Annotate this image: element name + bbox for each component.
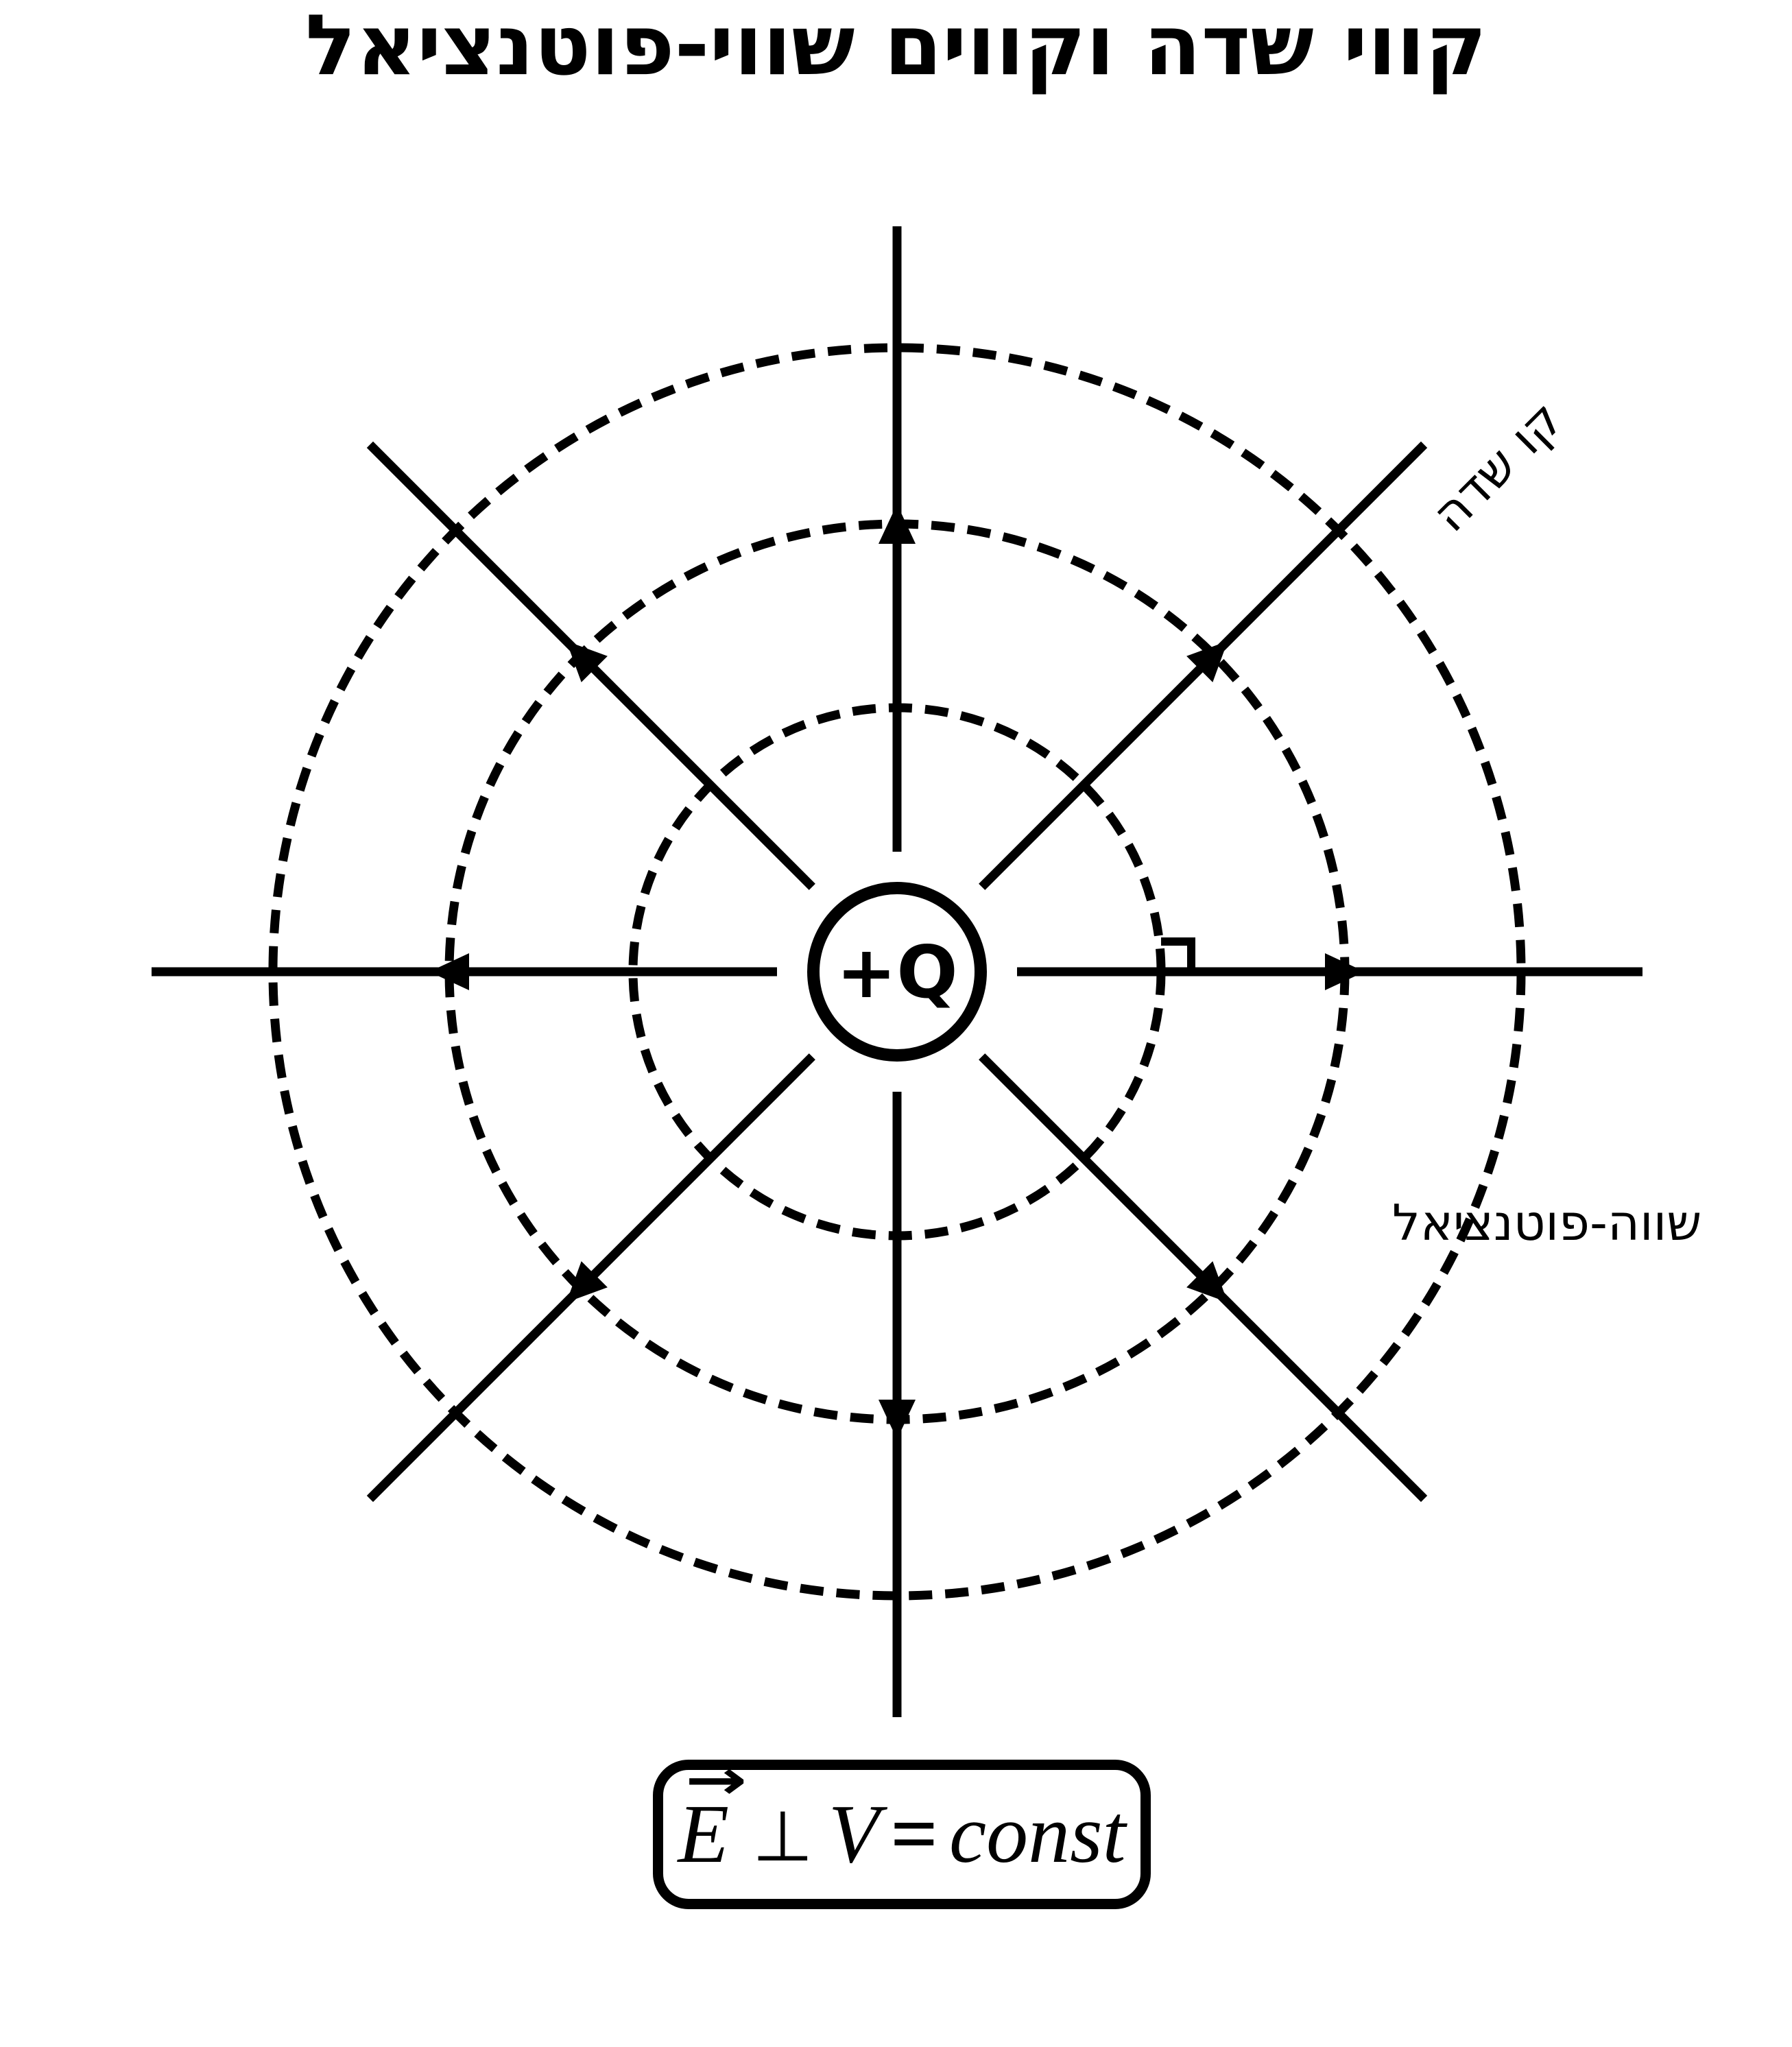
field-arrowhead [879, 1400, 916, 1439]
field-arrowhead [566, 641, 608, 682]
field-arrowhead [566, 1261, 608, 1303]
e-vector-symbol: → E [678, 1753, 747, 1876]
perpendicular-symbol: ⊥ [752, 1796, 813, 1878]
field-arrowheads [429, 504, 1365, 1439]
e-symbol: E [678, 1788, 730, 1880]
const-text: const [948, 1788, 1126, 1880]
charge-circle [807, 882, 987, 1062]
charge-label: +Q [836, 931, 957, 1014]
right-angle-marker [1161, 937, 1195, 972]
equals-symbol: = [890, 1788, 938, 1880]
equipotential-label: שווה-פוטנציאל [1392, 1194, 1702, 1252]
field-arrowhead [1325, 953, 1365, 990]
field-arrowhead [1186, 641, 1228, 682]
vector-arrow-icon: → [684, 1748, 747, 1812]
field-arrowhead [429, 953, 469, 990]
formula-box: → E ⊥ V = const [653, 1753, 1151, 1909]
field-arrowhead [1186, 1261, 1228, 1303]
field-arrowhead [879, 504, 916, 544]
v-symbol: V [828, 1788, 880, 1880]
page-title: קווי שדה וקווים שווי-פוטנציאל [305, 0, 1487, 94]
